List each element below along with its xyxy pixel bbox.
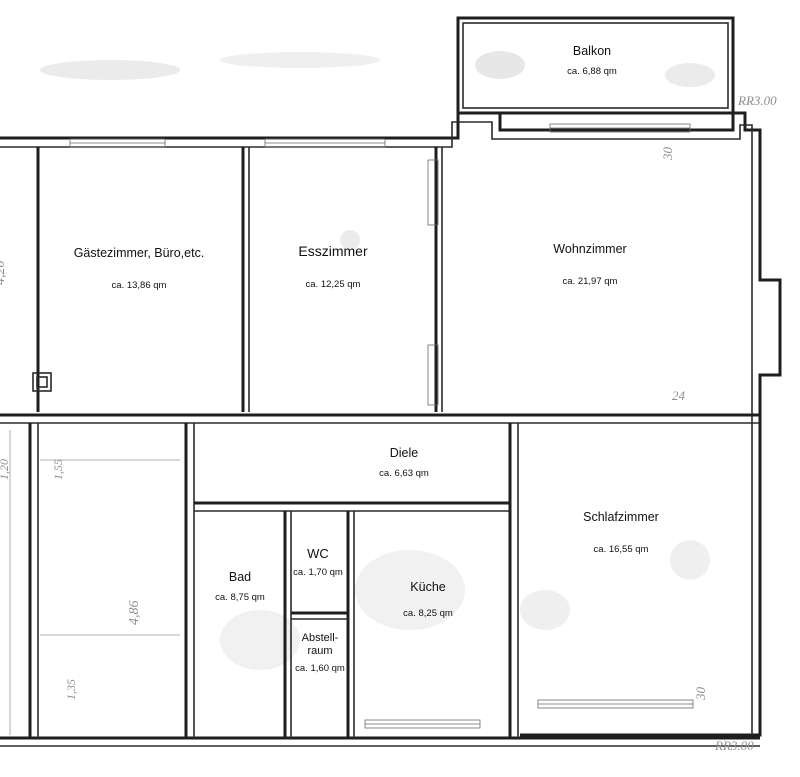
interior-walls (0, 147, 760, 738)
sketch-wall-1: 30 (660, 147, 675, 162)
chimney (32, 372, 52, 392)
room-balkon-name: Balkon (572, 44, 612, 58)
room-abstellraum-area: ca. 1,60 qm (295, 663, 345, 675)
room-kueche-area: ca. 8,25 qm (403, 608, 453, 619)
scan-smudges (40, 51, 715, 670)
room-bad-area: ca. 8,75 qm (215, 592, 265, 603)
room-diele-area: ca. 6,63 qm (379, 468, 429, 479)
room-schlafzimmer-name: Schlafzimmer (583, 510, 659, 524)
sketch-dim-5: 1,35 (64, 679, 78, 700)
room-abstellraum: Abstell- raum ca. 1,60 qm (295, 632, 345, 674)
room-esszimmer-name: Esszimmer (298, 243, 368, 259)
room-gaestezimmer-name: Gästezimmer, Büro,etc. (73, 246, 205, 260)
room-esszimmer: Esszimmer ca. 12,25 qm (298, 243, 367, 290)
room-wohnzimmer-name: Wohnzimmer (553, 242, 627, 256)
room-kueche: Küche ca. 8,25 qm (403, 580, 453, 619)
room-balkon-area: ca. 6,88 qm (567, 66, 617, 77)
room-schlafzimmer: Schlafzimmer ca. 16,55 qm (583, 510, 659, 555)
room-schlafzimmer-area: ca. 16,55 qm (593, 544, 649, 555)
room-wc-name: WC (307, 546, 329, 561)
room-bad: Bad ca. 8,75 qm (215, 570, 265, 603)
sketch-dim-1: 4,20 (0, 261, 8, 286)
outer-walls (0, 111, 782, 747)
room-wohnzimmer: Wohnzimmer ca. 21,97 qm (553, 242, 626, 287)
room-diele: Diele ca. 6,63 qm (379, 446, 429, 479)
room-kueche-name: Küche (410, 580, 446, 594)
room-esszimmer-area: ca. 12,25 qm (305, 279, 361, 290)
room-balkon: Balkon ca. 6,88 qm (567, 44, 617, 77)
room-wohnzimmer-area: ca. 21,97 qm (562, 276, 618, 287)
sketch-dim-2: 1,20 (0, 459, 11, 480)
room-diele-name: Diele (389, 446, 419, 460)
room-gaestezimmer: Gästezimmer, Büro,etc. ca. 13,86 qm (74, 246, 205, 291)
dimension-lines (9, 430, 180, 735)
sketch-wall-2: 24 (672, 388, 686, 403)
balcony-outline (456, 16, 735, 115)
sketch-dim-3: 1,55 (51, 459, 65, 480)
window-marks (69, 123, 694, 729)
room-gaestezimmer-area: ca. 13,86 qm (111, 280, 167, 291)
room-abstellraum-name: Abstell- raum (301, 632, 339, 657)
pencil-marks: RR3.00 RR3.00 4,20 1,20 1,55 4,86 1,35 3… (0, 93, 777, 753)
sketch-rr-top: RR3.00 (737, 93, 777, 108)
room-wc-area: ca. 1,70 qm (293, 567, 343, 578)
room-wc: WC ca. 1,70 qm (293, 546, 343, 578)
sketch-dim-4: 4,86 (127, 601, 142, 626)
sketch-wall-3: 30 (693, 687, 708, 702)
sketch-rr-bottom: RR3.00 (714, 738, 754, 753)
room-bad-name: Bad (228, 570, 252, 584)
